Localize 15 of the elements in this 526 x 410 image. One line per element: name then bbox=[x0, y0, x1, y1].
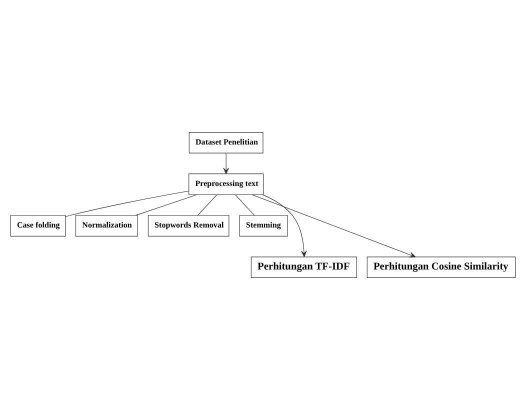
node-box: Stemming bbox=[239, 215, 288, 236]
node-box: Preprocessing text bbox=[188, 174, 264, 195]
node-box: Normalization bbox=[76, 215, 138, 236]
connector bbox=[197, 194, 218, 216]
arrow bbox=[262, 194, 307, 258]
node-box: Case folding bbox=[10, 215, 66, 236]
arrow bbox=[223, 152, 229, 174]
node-box: Stopwords Removal bbox=[148, 215, 230, 236]
connector bbox=[136, 194, 198, 216]
connector bbox=[235, 194, 255, 216]
arrow bbox=[252, 194, 416, 258]
node-box: Perhitungan TF-IDF bbox=[250, 256, 358, 278]
node-box: Perhitungan Cosine Similarity bbox=[366, 256, 516, 278]
node-box: Dataset Penelitian bbox=[188, 132, 264, 154]
connector bbox=[65, 190, 190, 217]
